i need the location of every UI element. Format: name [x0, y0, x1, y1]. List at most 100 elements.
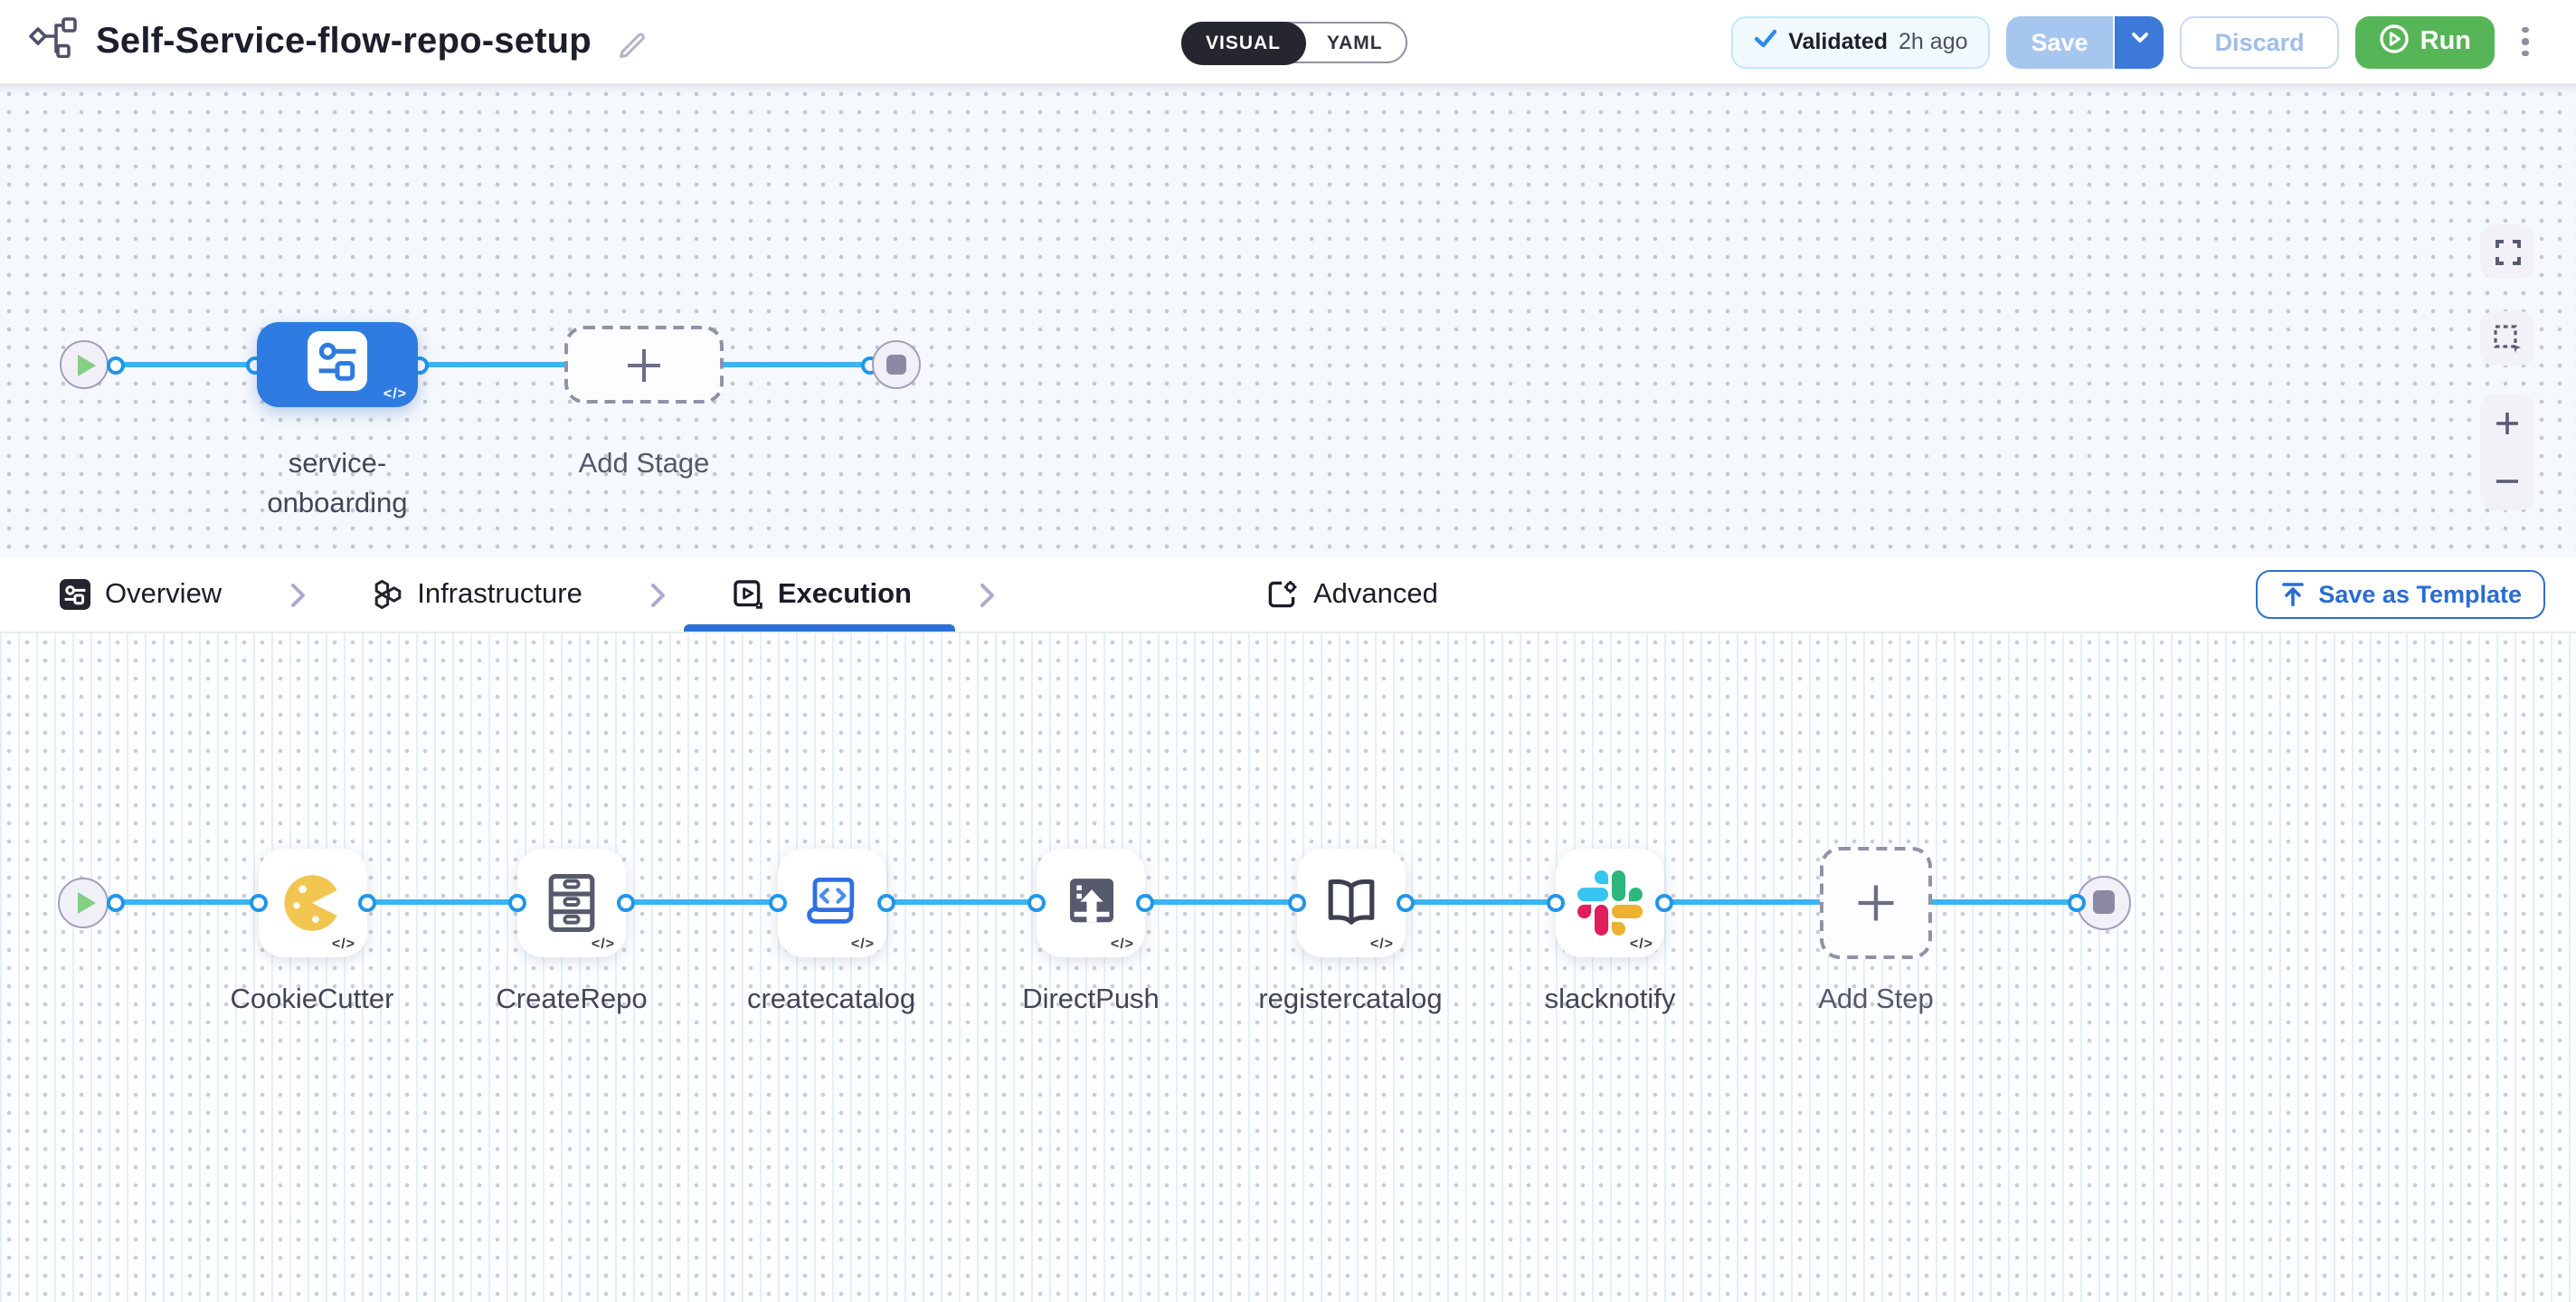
zoom-out-icon[interactable] [2493, 467, 2522, 496]
flow-start-node [58, 877, 109, 927]
code-badge: </> [1110, 935, 1134, 951]
validated-label: Validated [1788, 29, 1889, 54]
gear-file-icon [1268, 581, 1297, 608]
stop-icon [886, 355, 905, 375]
more-options-button[interactable] [2511, 20, 2540, 64]
code-badge: </> [591, 935, 615, 951]
add-step-button[interactable] [1820, 846, 1932, 958]
stage-node-service-onboarding[interactable]: </> [257, 322, 418, 407]
toggle-yaml[interactable]: YAML [1327, 32, 1383, 53]
code-badge: </> [383, 385, 407, 402]
plus-icon [1858, 884, 1894, 920]
header: Self-Service-flow-repo-setup VISUAL YAML… [0, 0, 2576, 85]
fullscreen-icon [2495, 239, 2520, 264]
code-badge: </> [331, 935, 355, 951]
port [617, 893, 635, 911]
zoom-in-icon[interactable] [2493, 409, 2522, 438]
pipeline-icon [29, 16, 78, 67]
visual-yaml-toggle: VISUAL YAML [1180, 21, 1408, 64]
port [1136, 893, 1154, 911]
custom-stage-icon [308, 330, 367, 399]
drawers-icon [548, 872, 595, 932]
play-circle-icon [2379, 23, 2410, 61]
flow-end-node [871, 340, 920, 389]
run-button[interactable]: Run [2354, 15, 2495, 68]
header-actions: Validated 2h ago Save Discard [1730, 15, 2540, 68]
add-stage-button[interactable] [564, 326, 724, 404]
step-registercatalog[interactable]: </> [1296, 848, 1405, 956]
stage-tabbar: Overview Infrastructure Execution [0, 557, 2576, 633]
pipeline-overview-icon [60, 579, 90, 610]
tab-advanced[interactable]: Advanced [1266, 557, 1438, 632]
marquee-select-icon [2494, 325, 2521, 353]
step-createcatalog[interactable]: </> [777, 848, 886, 956]
marquee-select-button[interactable] [2480, 311, 2534, 366]
slack-icon [1577, 870, 1643, 935]
port [1028, 893, 1046, 911]
port [106, 356, 124, 374]
code-badge: </> [850, 935, 875, 951]
zoom-controls [2480, 394, 2534, 510]
title-group: Self-Service-flow-repo-setup [29, 16, 648, 67]
discard-button[interactable]: Discard [2180, 15, 2339, 68]
port [1547, 893, 1565, 911]
flow-start-node [59, 340, 108, 389]
step-label: registercatalog [1258, 984, 1443, 1015]
edit-pencil-icon[interactable] [617, 26, 648, 57]
port [357, 893, 375, 911]
step-directpush[interactable]: </> [1037, 848, 1145, 956]
add-step-label: Add Step [1818, 984, 1934, 1015]
port [106, 893, 124, 911]
code-badge: </> [1629, 935, 1653, 951]
tab-overview[interactable]: Overview [60, 557, 222, 632]
tab-label: Execution [777, 578, 912, 609]
validated-time: 2h ago [1899, 29, 1968, 54]
tab-label: Overview [105, 578, 223, 609]
step-createrepo[interactable]: </> [517, 848, 626, 956]
page-title: Self-Service-flow-repo-setup [96, 21, 592, 61]
validated-badge[interactable]: Validated 2h ago [1730, 15, 1990, 68]
step-slacknotify[interactable]: </> [1556, 848, 1664, 956]
hexagons-icon [374, 579, 401, 610]
tab-infrastructure[interactable]: Infrastructure [372, 557, 582, 632]
toggle-visual[interactable]: VISUAL [1180, 21, 1307, 64]
step-label: slacknotify [1544, 984, 1676, 1015]
port [1655, 893, 1673, 911]
run-label: Run [2420, 27, 2471, 56]
chevron-down-icon [2129, 25, 2151, 58]
step-label: DirectPush [1022, 984, 1160, 1015]
tab-label: Infrastructure [417, 578, 582, 609]
flow-end-node [2077, 875, 2131, 929]
stop-icon [2092, 890, 2116, 914]
stage-label: service-onboarding [267, 449, 408, 519]
port [876, 893, 895, 911]
cookiecutter-icon [283, 874, 336, 930]
chevron-right-icon [649, 582, 666, 607]
step-cookiecutter[interactable]: </> [258, 848, 366, 956]
chevron-right-icon [289, 582, 305, 607]
tab-label: Advanced [1313, 578, 1438, 609]
play-square-icon [734, 580, 762, 609]
upload-box-icon [1068, 879, 1113, 923]
plus-icon [628, 348, 660, 381]
port [508, 893, 526, 911]
save-dropdown-button[interactable] [2115, 15, 2164, 68]
fullscreen-button[interactable] [2480, 224, 2534, 279]
step-label: createcatalog [746, 984, 916, 1015]
execution-canvas[interactable]: </> </> </> [0, 633, 2576, 1302]
save-button[interactable]: Save [2005, 15, 2116, 68]
port [249, 893, 267, 911]
code-badge: </> [1369, 935, 1394, 951]
start-play-icon [77, 891, 95, 913]
start-play-icon [77, 354, 95, 375]
stage-canvas[interactable]: </> service-onboarding Add Stage [0, 85, 2576, 557]
save-as-template-label: Save as Template [2318, 581, 2522, 608]
save-as-template-button[interactable]: Save as Template [2255, 570, 2545, 619]
upload-icon [2281, 583, 2304, 607]
tab-execution[interactable]: Execution [683, 557, 956, 632]
check-icon [1752, 24, 1777, 59]
open-book-icon [1327, 878, 1374, 924]
port [2068, 893, 2086, 911]
port [1287, 893, 1305, 911]
